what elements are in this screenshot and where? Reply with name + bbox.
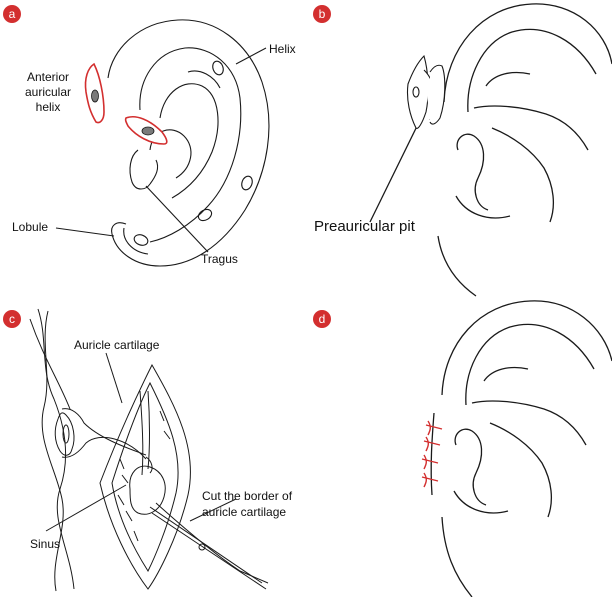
panel-b: b Preauricular pit [306,0,612,298]
label-tragus: Tragus [201,252,238,266]
panel-badge-d: d [313,310,331,328]
label-cut-border-line1: Cut the border of [202,489,293,503]
label-lobule: Lobule [12,220,49,234]
label-anterior-helix-line2: auricular [24,85,72,99]
panel-a: a Anterior auricular helix Helix Lobule … [0,0,306,298]
ear-diagram-a [55,19,270,267]
ear-diagram-d [421,300,612,597]
panel-badge-c: c [3,310,21,328]
label-anterior-helix-line1: Anterior [26,70,70,84]
label-auricle-cartilage: Auricle cartilage [74,338,160,352]
panel-badge-b: b [313,5,331,23]
preauricular-pit-shape [406,54,446,129]
panel-badge-a: a [3,5,21,23]
label-sinus: Sinus [30,537,61,551]
sutures [421,420,443,488]
ear-diagram-b [369,3,612,297]
label-anterior-helix-line3: helix [35,100,61,114]
panel-c: c Auricle cartilage Sinus Cut the border… [0,299,306,597]
label-cut-border-line2: auricle cartilage [202,505,287,519]
surgery-diagram-c [29,308,269,592]
panel-d: d [306,299,612,597]
label-helix: Helix [269,42,296,56]
label-preauricular-pit: Preauricular pit [314,218,415,235]
